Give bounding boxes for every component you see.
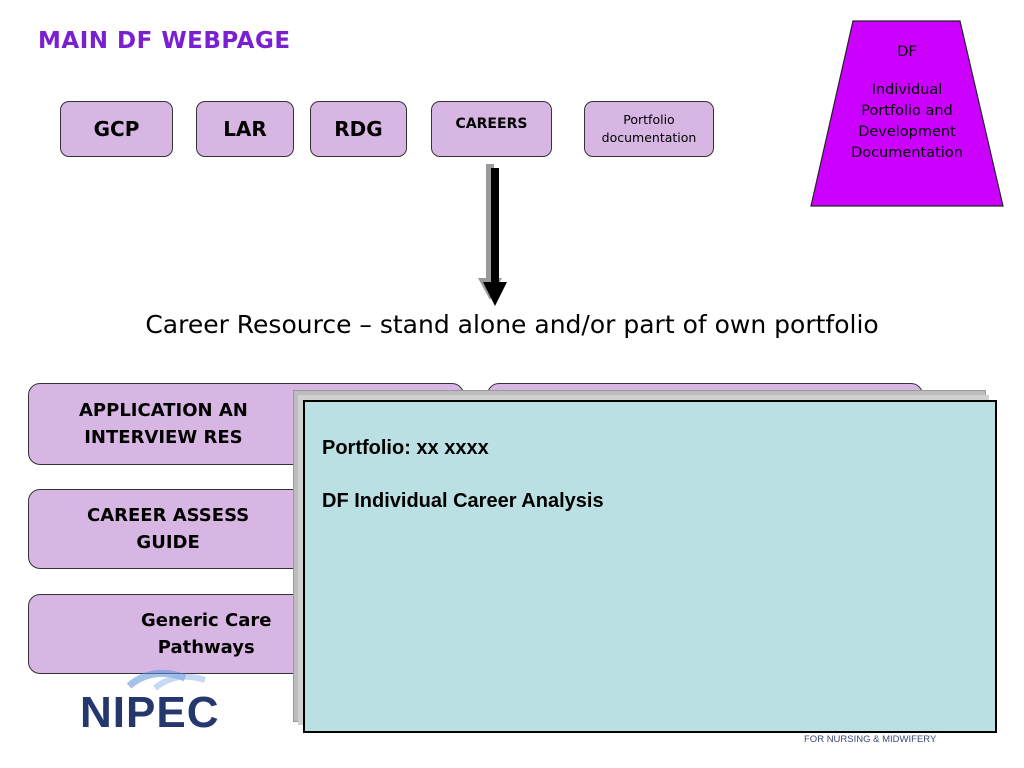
- gcp-button-label: GCP: [93, 117, 140, 141]
- df-portfolio-badge: DF Individual Portfolio and Development …: [810, 20, 1004, 208]
- rdg-button-label: RDG: [334, 117, 383, 141]
- careers-button-label: CAREERS: [455, 116, 528, 132]
- logo-tagline: FOR NURSING & MIDWIFERY: [804, 734, 937, 745]
- popup-heading: DF Individual Career Analysis: [322, 490, 604, 512]
- section-subtitle: Career Resource – stand alone and/or par…: [145, 310, 879, 339]
- gcp-button[interactable]: GCP: [60, 101, 173, 157]
- nipec-logo: NIPEC: [80, 688, 220, 737]
- rdg-button[interactable]: RDG: [310, 101, 407, 157]
- badge-heading: DF: [897, 44, 917, 60]
- popup-portfolio-id: Portfolio: xx xxxx: [322, 437, 489, 459]
- lar-button-label: LAR: [223, 117, 267, 141]
- portfolio-documentation-button[interactable]: Portfolio documentation: [584, 101, 714, 157]
- down-arrow-icon: [478, 160, 518, 310]
- portfolio-popup[interactable]: Portfolio: xx xxxx DF Individual Career …: [303, 400, 997, 733]
- page-title: MAIN DF WEBPAGE: [38, 28, 291, 54]
- trapezoid-shape: [810, 20, 1004, 207]
- careers-button[interactable]: CAREERS: [431, 101, 552, 157]
- career-assessment-label: CAREER ASSESS GUIDE: [87, 505, 250, 553]
- application-interview-label: APPLICATION AN INTERVIEW RES: [79, 400, 248, 448]
- lar-button[interactable]: LAR: [196, 101, 294, 157]
- generic-career-pathways-label: Generic Care Pathways: [141, 610, 272, 658]
- portfolio-documentation-label: Portfolio documentation: [601, 111, 697, 145]
- logo-swoosh-icon: [125, 668, 215, 696]
- badge-description: Individual Portfolio and Development Doc…: [851, 82, 963, 162]
